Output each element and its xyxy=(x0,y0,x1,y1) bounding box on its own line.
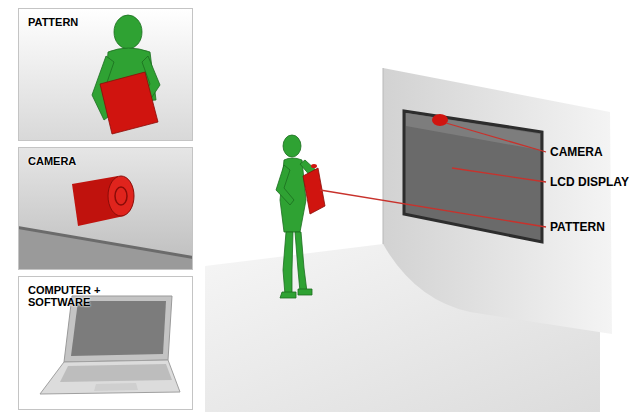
panel-background xyxy=(18,147,193,270)
leader-lines xyxy=(320,123,546,227)
camera xyxy=(432,114,448,126)
panel-title: PATTERN xyxy=(28,16,188,28)
illustration-panel: PATTERN xyxy=(18,8,193,141)
back-wall xyxy=(383,68,612,334)
illustration-panel: COMPUTER + SOFTWARE xyxy=(18,276,193,410)
pattern-board xyxy=(100,72,158,134)
part-label: LCD DISPLAY xyxy=(550,175,629,189)
ledge xyxy=(18,228,193,270)
illustration-panel: CAMERA xyxy=(18,147,193,270)
panel-title: CAMERA xyxy=(28,155,188,167)
laptop xyxy=(40,296,180,394)
part-label: PATTERN xyxy=(550,220,605,234)
panel-title: COMPUTER + SOFTWARE xyxy=(28,284,114,308)
panel-background xyxy=(18,276,193,410)
panel-background xyxy=(18,8,193,141)
person-figure xyxy=(276,135,318,298)
part-label: CAMERA xyxy=(550,145,603,159)
pattern-board xyxy=(303,168,325,214)
